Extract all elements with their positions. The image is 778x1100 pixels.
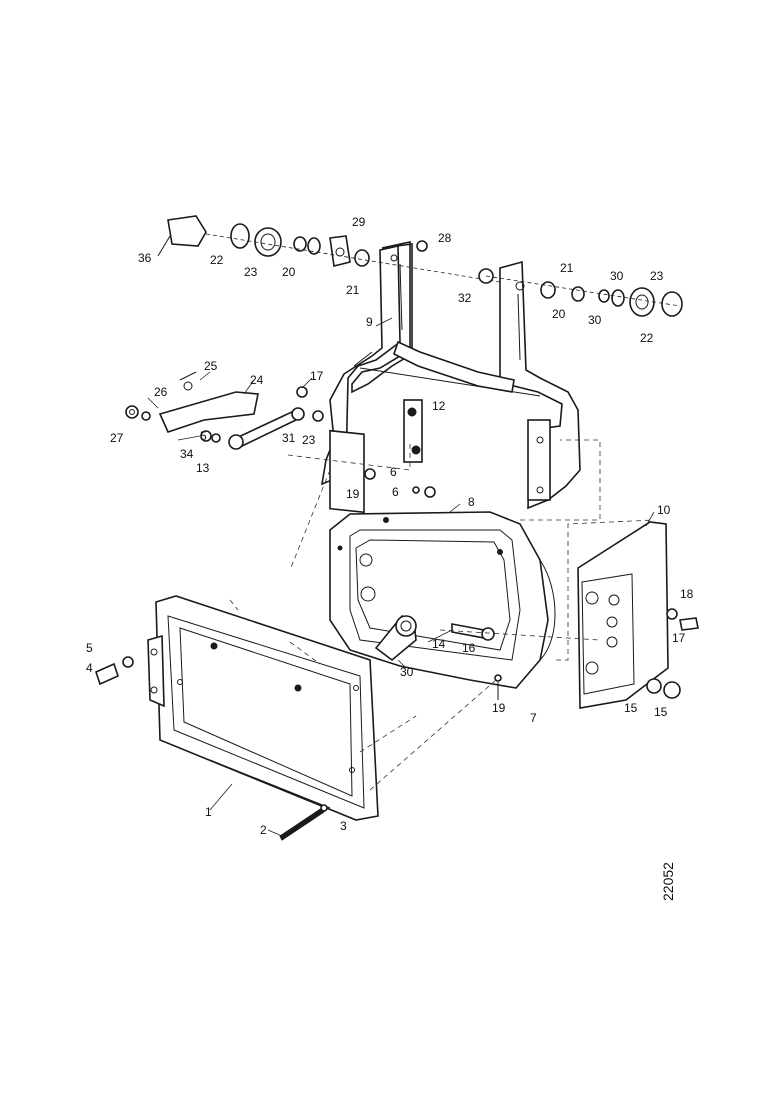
label-30c: 30 — [400, 665, 414, 679]
label-22a: 22 — [210, 253, 224, 267]
mounting-bracket — [320, 241, 581, 514]
label-21b: 21 — [560, 261, 574, 275]
label-20b: 20 — [552, 307, 566, 321]
label-19: 19 — [346, 487, 360, 501]
label-14: 14 — [432, 637, 446, 651]
label-23c: 23 — [302, 433, 316, 447]
label-29: 29 — [352, 215, 366, 229]
label-6b: 6 — [392, 485, 399, 499]
fasteners — [95, 468, 699, 841]
label-7: 7 — [530, 711, 537, 725]
bulb — [374, 614, 417, 662]
callout-labels: 1 2 3 4 5 6 6 7 8 9 10 12 13 14 15 15 16… — [86, 215, 694, 837]
label-17b: 17 — [672, 631, 686, 645]
label-30b: 30 — [588, 313, 602, 327]
label-20a: 20 — [282, 265, 296, 279]
label-1: 1 — [205, 805, 212, 819]
label-24: 24 — [250, 373, 264, 387]
label-25: 25 — [204, 359, 218, 373]
label-28: 28 — [438, 231, 452, 245]
assembly-lines — [229, 439, 655, 791]
label-30a: 30 — [610, 269, 624, 283]
label-34: 34 — [180, 447, 194, 461]
label-9: 9 — [366, 315, 373, 329]
label-2: 2 — [260, 823, 267, 837]
label-15b: 15 — [654, 705, 668, 719]
adjuster-assembly-left — [157, 215, 501, 283]
label-13: 13 — [196, 461, 210, 475]
label-27: 27 — [110, 431, 124, 445]
label-23a: 23 — [244, 265, 258, 279]
label-22b: 22 — [640, 331, 654, 345]
label-15a: 15 — [624, 701, 638, 715]
drawing-number-text: 22052 — [660, 862, 676, 901]
label-36: 36 — [138, 251, 152, 265]
drawing-number: 22052 — [660, 845, 690, 905]
label-3: 3 — [340, 819, 347, 833]
headlamp-lens-frame — [147, 595, 379, 821]
label-19b: 19 — [492, 701, 506, 715]
label-16: 16 — [462, 641, 476, 655]
label-10: 10 — [657, 503, 671, 517]
label-18: 18 — [680, 587, 694, 601]
label-17a: 17 — [310, 369, 324, 383]
side-cover-panel — [577, 521, 669, 709]
label-8: 8 — [468, 495, 475, 509]
label-6: 6 — [390, 465, 397, 479]
leader-lines — [147, 317, 655, 837]
label-26: 26 — [154, 385, 168, 399]
label-5b: 5 — [200, 429, 207, 443]
label-23b: 23 — [650, 269, 664, 283]
label-31: 31 — [282, 431, 296, 445]
label-32: 32 — [458, 291, 472, 305]
adjuster-assembly-right — [478, 268, 683, 317]
lever-assembly — [125, 371, 324, 450]
label-4: 4 — [86, 661, 93, 675]
label-12: 12 — [432, 399, 446, 413]
label-5: 5 — [86, 641, 93, 655]
label-21a: 21 — [346, 283, 360, 297]
